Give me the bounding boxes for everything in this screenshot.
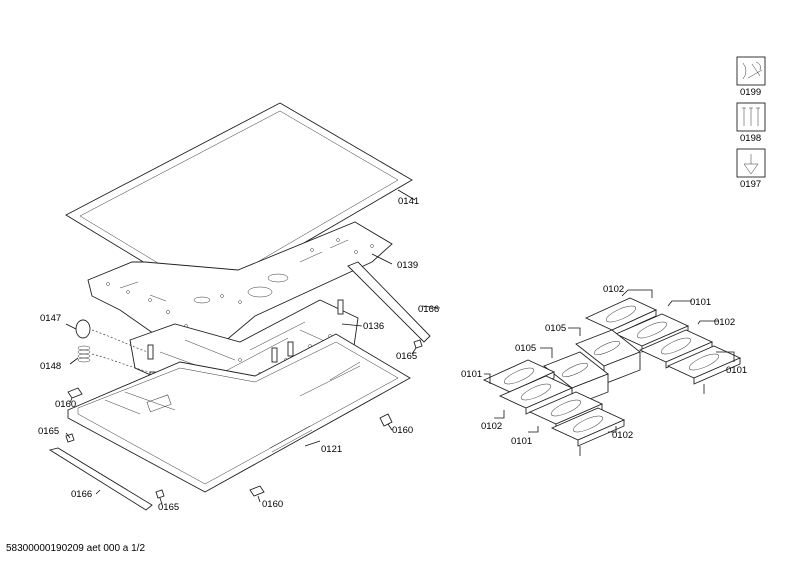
label-0101-left: 0101 <box>461 369 482 380</box>
label-0165-right: 0165 <box>396 351 417 362</box>
label-0105-lower: 0105 <box>515 343 536 354</box>
label-0165-bottom: 0165 <box>158 502 179 513</box>
label-0102-bottom: 0102 <box>612 430 633 441</box>
label-0166-bottom: 0166 <box>71 489 92 500</box>
label-0105-upper: 0105 <box>545 323 566 334</box>
label-0102-top: 0102 <box>603 284 624 295</box>
label-0141: 0141 <box>398 196 419 207</box>
label-0136: 0136 <box>363 321 384 332</box>
label-0160-left: 0160 <box>55 399 76 410</box>
leader-lines <box>484 289 735 433</box>
label-0101-right: 0101 <box>726 365 747 376</box>
support-frame <box>87 221 393 359</box>
label-0197: 0197 <box>740 179 761 190</box>
clips <box>65 339 423 505</box>
label-0198: 0198 <box>740 133 761 144</box>
side-rails <box>48 261 441 511</box>
label-0160-mid: 0160 <box>392 425 413 436</box>
part-labels: 0141 0139 0166 0136 0165 0147 0148 0160 … <box>38 87 761 513</box>
label-0165-left: 0165 <box>38 426 59 437</box>
label-0160-bottom: 0160 <box>262 499 283 510</box>
label-0166-top: 0166 <box>418 304 439 315</box>
label-0148: 0148 <box>40 361 61 372</box>
label-0121: 0121 <box>321 444 342 455</box>
label-0139: 0139 <box>397 260 418 271</box>
service-icons <box>736 56 766 178</box>
label-0101-top: 0101 <box>690 297 711 308</box>
label-0101-bottom: 0101 <box>511 436 532 447</box>
label-0199: 0199 <box>740 87 761 98</box>
spring-and-cap <box>65 319 151 373</box>
label-0147: 0147 <box>40 313 61 324</box>
bottom-housing <box>67 333 411 493</box>
induction-coils <box>482 297 742 456</box>
label-0102-lower-left: 0102 <box>481 421 502 432</box>
document-footer: 58300000190209 aet 000 a 1/2 <box>6 543 146 554</box>
wrench-icon <box>736 56 766 86</box>
label-0102-right: 0102 <box>714 317 735 328</box>
